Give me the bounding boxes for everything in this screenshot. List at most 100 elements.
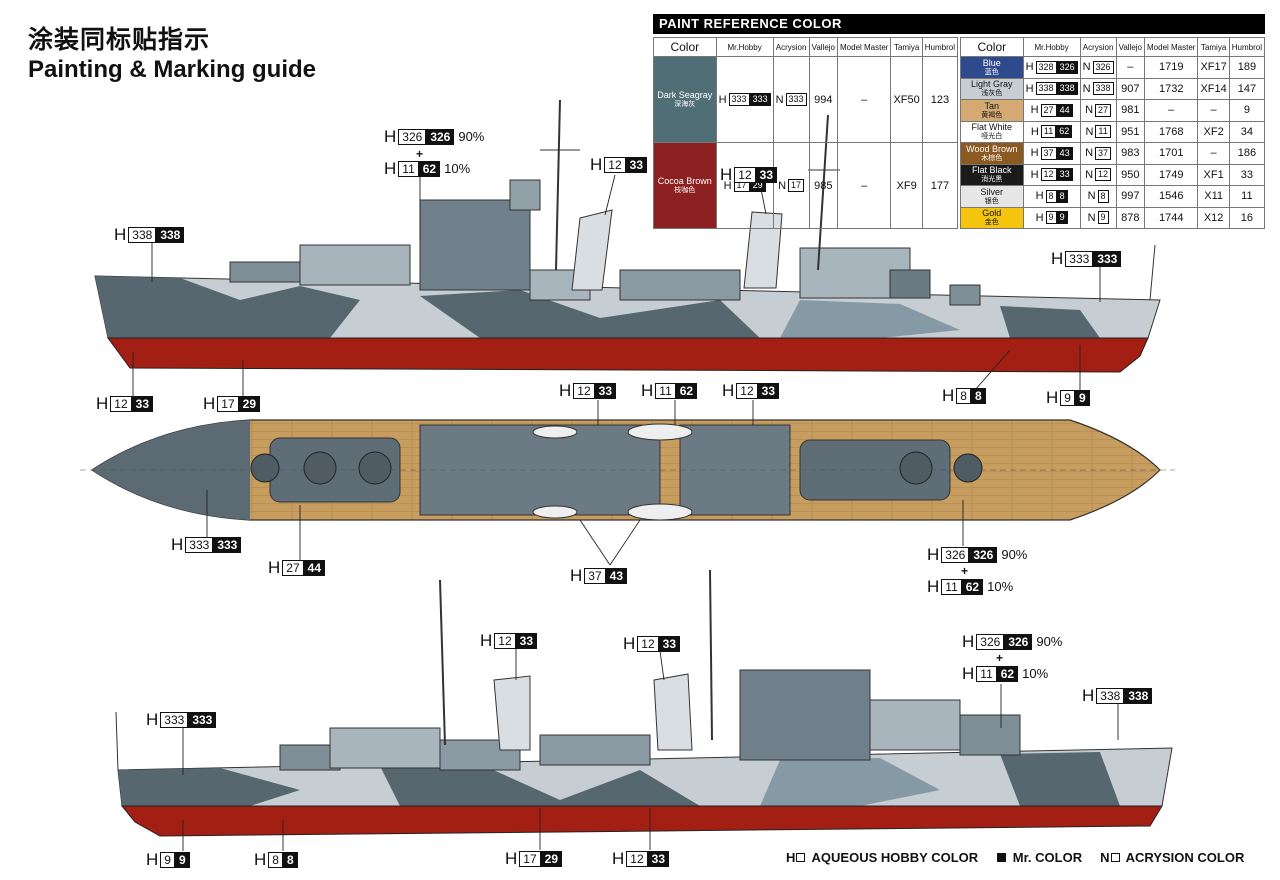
color-name: Dark Seagray: [657, 90, 713, 100]
ship-profile-bottom: [115, 569, 1173, 837]
callout-mrcolor-code: 8: [970, 388, 986, 404]
mrcolor-code: 326: [1056, 60, 1078, 74]
callout-prefix: H: [942, 386, 955, 405]
callout-mrcolor-code: 326: [969, 547, 998, 563]
modelmaster-code: 1546: [1143, 185, 1199, 208]
callout-prefix: H: [962, 664, 975, 683]
vallejo-code: 907: [1115, 77, 1146, 100]
callout-prefix: H: [505, 849, 518, 868]
legend-aqueous-prefix: H: [786, 850, 796, 865]
box-filled-icon: [997, 853, 1007, 862]
color-name-cn: 金色: [984, 218, 999, 227]
vallejo-code: 981: [1115, 99, 1146, 122]
callout-percent: 10%: [1022, 666, 1049, 681]
aqueous-code: 37: [1040, 146, 1057, 160]
paint-table-left: Color Mr.Hobby Acrysion Vallejo Model Ma…: [653, 37, 959, 229]
callout-mrcolor-code: 29: [540, 851, 562, 867]
aqueous-code: 12: [1040, 168, 1057, 182]
mrcolor-code: 44: [1056, 103, 1073, 117]
aqueous-code: 27: [1040, 103, 1057, 117]
vallejo-code: –: [1115, 56, 1146, 79]
callout-percent: 90%: [1001, 547, 1028, 562]
callout-prefix: H: [384, 159, 397, 178]
callout-prefix: H: [559, 381, 572, 400]
mrcolor-code: 333: [749, 93, 771, 106]
legend-acrysion-prefix: N: [1100, 850, 1110, 865]
callout-aqueous-code: 338: [1096, 688, 1125, 704]
callout-prefix: H: [171, 535, 184, 554]
col-header-acrysion: Acrysion: [1079, 37, 1117, 57]
vallejo-code: 878: [1115, 206, 1146, 229]
color-name: Gold: [982, 208, 1002, 219]
mrcolor-code: 43: [1056, 146, 1073, 160]
humbrol-code: 147: [1228, 77, 1266, 100]
tamiya-code: XF17: [1197, 56, 1230, 79]
col-header-mrhobby: Mr.Hobby: [715, 37, 774, 57]
box-outline-icon: [796, 853, 806, 862]
mrcolor-code: 338: [1056, 82, 1078, 96]
modelmaster-code: –: [1143, 99, 1199, 122]
callout-mrcolor-code: 33: [515, 633, 537, 649]
callout-mrcolor-code: 9: [174, 852, 190, 868]
color-name-cn: 浅灰色: [981, 89, 1003, 98]
tamiya-code: X12: [1197, 206, 1230, 229]
callout-mrcolor-code: 333: [213, 537, 242, 553]
vallejo-code: 994: [808, 56, 839, 143]
color-name: Flat Black: [972, 165, 1012, 176]
callout-aqueous-code: 12: [110, 396, 132, 412]
callout-aqueous-code: 11: [976, 666, 997, 682]
aqueous-code: 9: [1045, 211, 1057, 225]
humbrol-code: 33: [1228, 163, 1266, 186]
callout-aqueous-code: 27: [282, 560, 304, 576]
callout-percent: 90%: [1036, 634, 1063, 649]
box-outline-icon: [1110, 853, 1120, 862]
tamiya-code: XF50: [890, 56, 923, 143]
acrysion-value: 11: [1095, 125, 1111, 139]
modelmaster-code: –: [836, 56, 892, 143]
callout-aqueous-code: 11: [398, 161, 419, 177]
col-header-mrhobby: Mr.Hobby: [1022, 37, 1081, 57]
mrcolor-code: 33: [1056, 168, 1073, 182]
modelmaster-code: 1732: [1143, 77, 1199, 100]
callout-aqueous-code: 326: [976, 634, 1005, 650]
callout-prefix: H: [641, 381, 654, 400]
callout-mrcolor-code: 29: [238, 396, 260, 412]
mrcolor-code: 8: [1056, 189, 1068, 203]
tamiya-code: XF9: [890, 142, 923, 229]
legend-acrysion: N ACRYSION COLOR: [1100, 850, 1244, 865]
col-header-humbrol: Humbrol: [1228, 37, 1266, 57]
callout-mrcolor-code: 333: [1093, 251, 1122, 267]
callout-prefix: H: [268, 558, 281, 577]
aqueous-code: 333: [728, 93, 750, 106]
callout-mrcolor-code: 44: [303, 560, 325, 576]
color-name-cn: 黄褐色: [981, 110, 1003, 119]
color-name-cn: 深海灰: [674, 100, 696, 108]
